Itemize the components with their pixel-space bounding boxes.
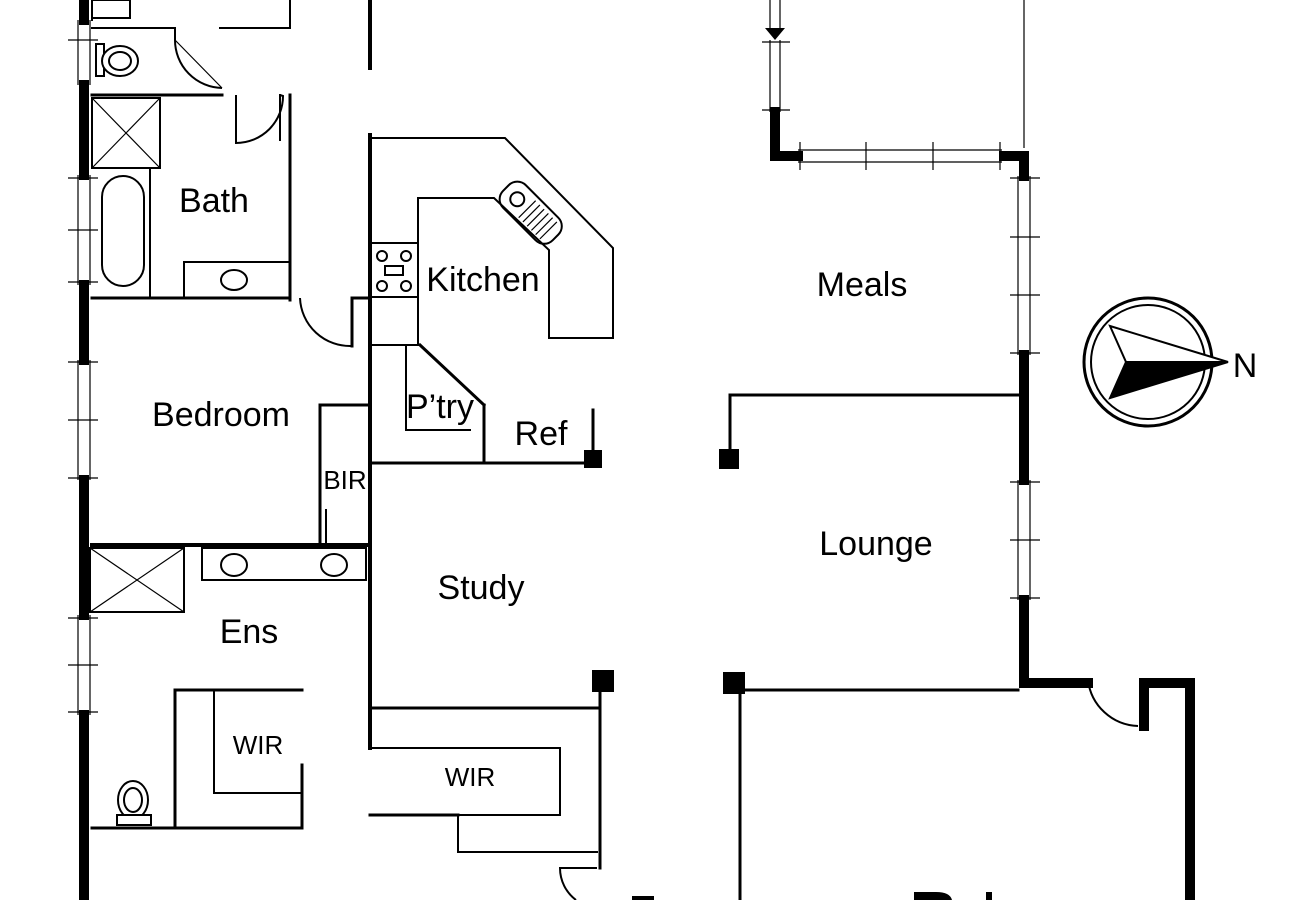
wc-area [91,0,291,89]
bathtub-icon [101,175,145,287]
lounge-walls [719,393,1195,900]
kitchen-benches [369,137,614,346]
ensuite-walls [89,543,372,830]
toilet-icon [95,43,139,77]
room-label-pantry: P’try [406,388,474,426]
north-compass-icon [1082,296,1229,428]
kitchen-sink-icon [498,180,563,245]
meals-walls [762,0,1040,485]
room-label-ref: Ref [515,415,568,453]
study-wir-walls [368,670,614,900]
pantry-walls [368,342,602,468]
room-label-bath: Bath [179,182,249,220]
ensuite-vanity-icon [201,547,367,581]
room-label-bir: BIR [323,465,366,495]
room-label-kitchen: Kitchen [426,261,539,299]
room-label-wir-ensuite: WIR [233,730,284,760]
left-windows [68,20,98,715]
ensuite-toilet-icon [116,780,152,826]
cooktop-icon [369,242,419,298]
room-label-lounge: Lounge [819,525,932,563]
compass-north-label: N [1233,347,1258,385]
bath-vanity-icon [183,261,291,299]
room-label-meals: Meals [817,266,908,304]
room-label-study: Study [438,569,525,607]
room-label-bedroom: Bedroom [152,396,290,434]
room-label-ensuite: Ens [220,613,279,651]
bedroom-walls [299,296,372,547]
room-label-wir-study: WIR [445,762,496,792]
bottom-edge-fragments [632,892,992,900]
shower-icon [91,97,161,169]
